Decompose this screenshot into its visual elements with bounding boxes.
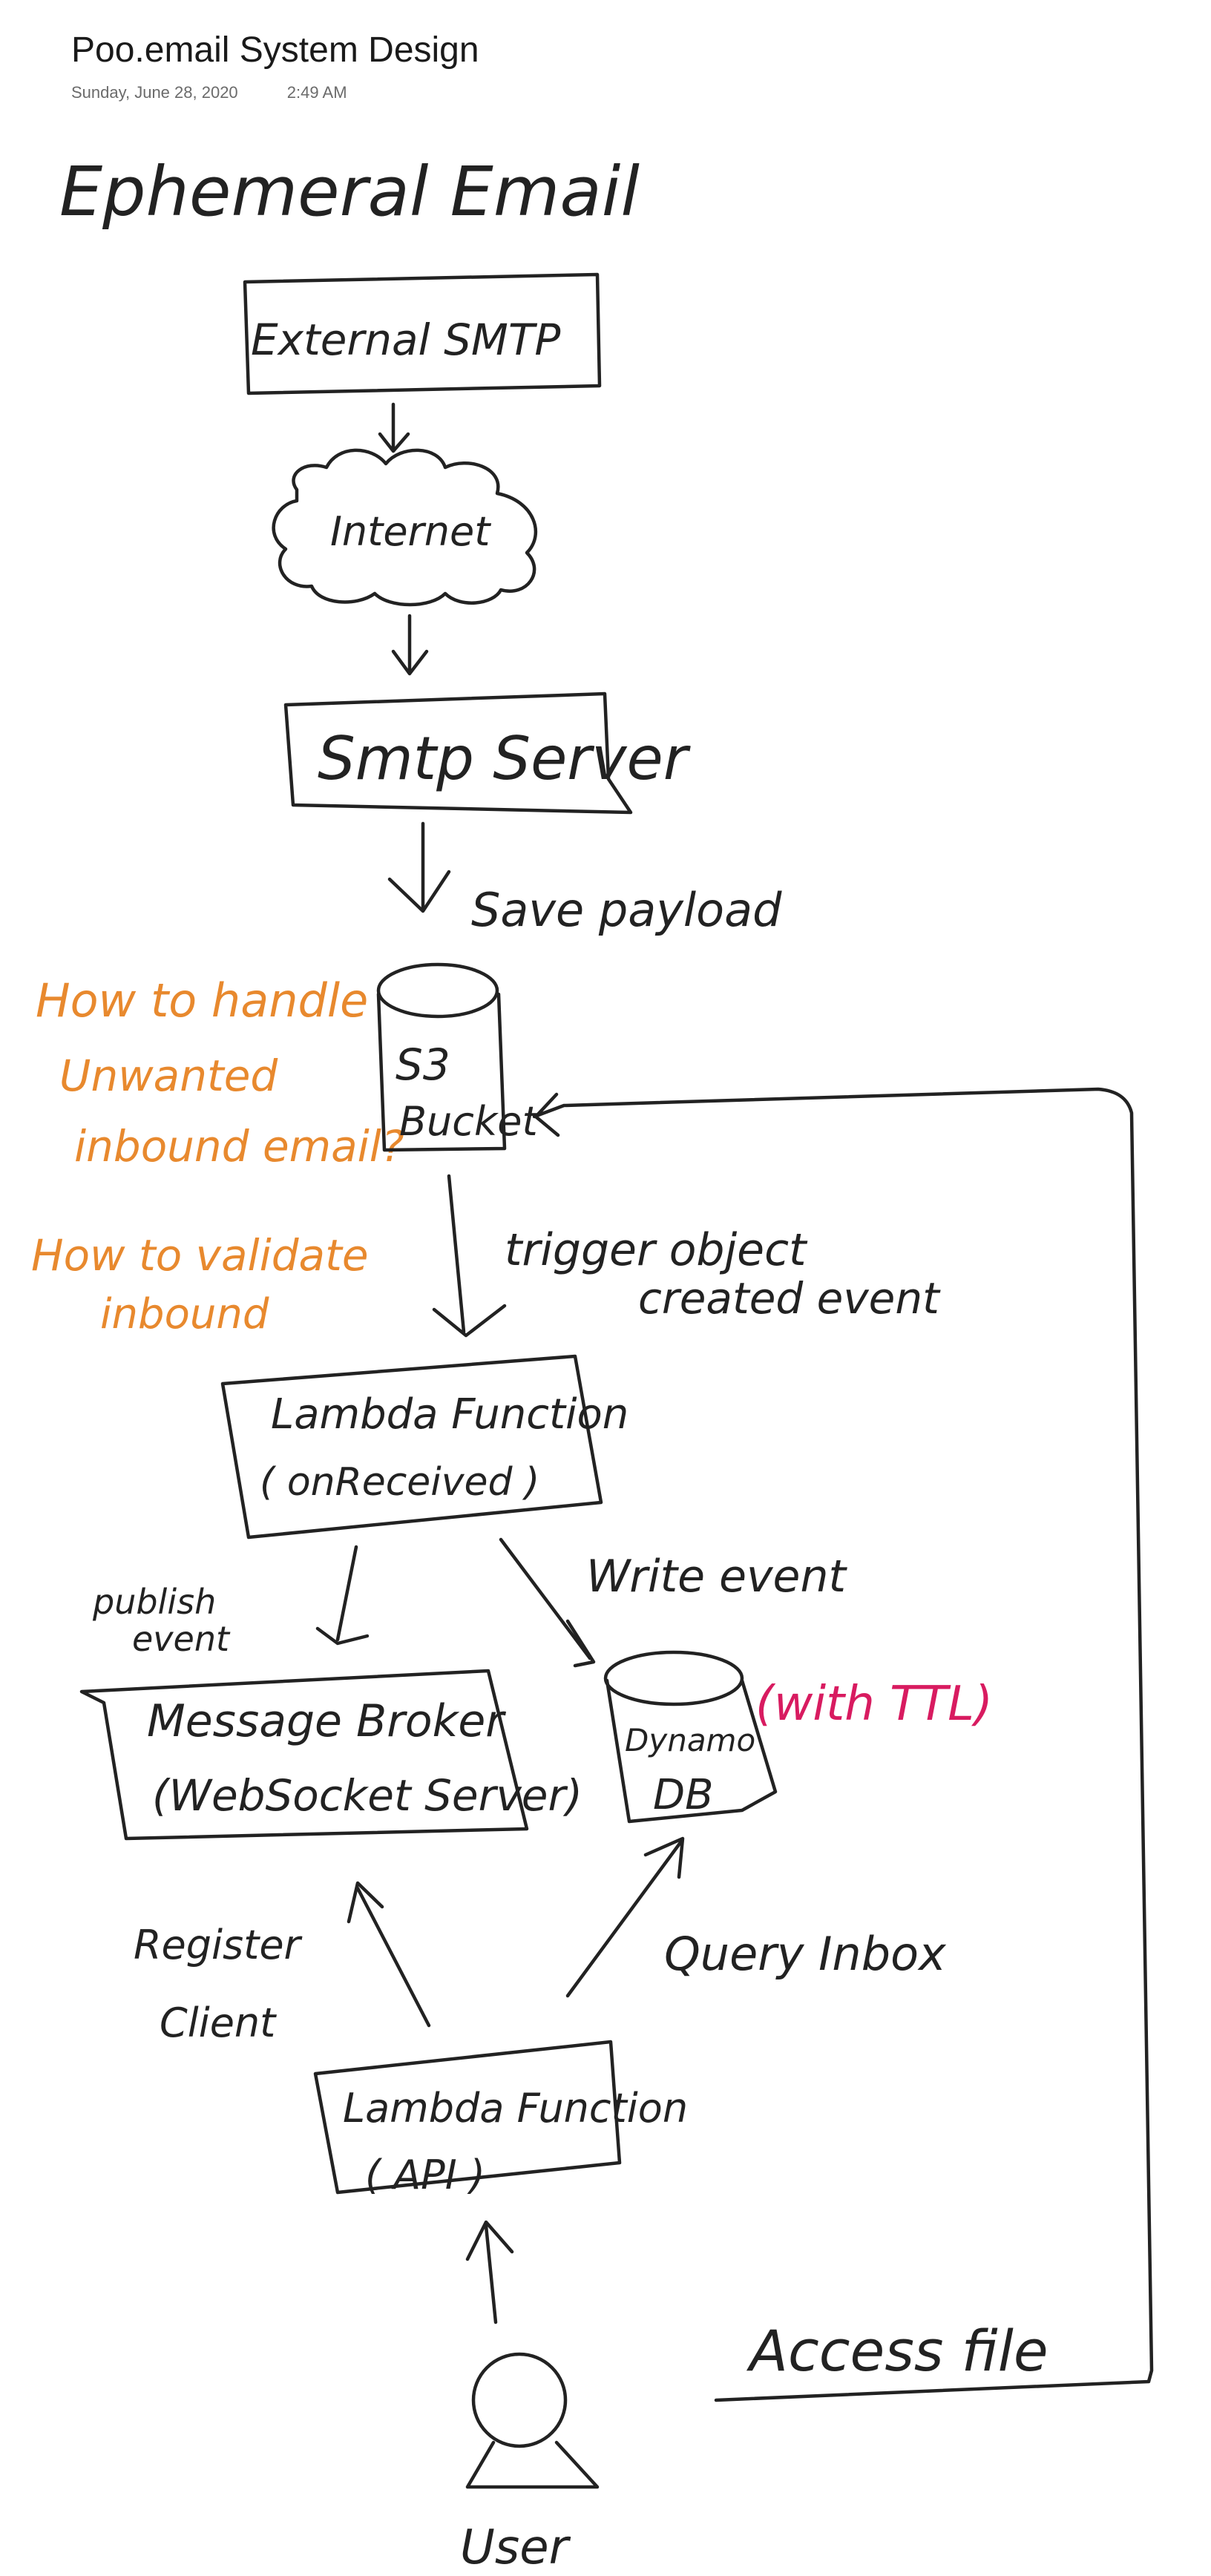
message-broker-line2: (WebSocket Server) [152, 1770, 582, 1821]
page-title: Poo.email System Design [71, 30, 479, 70]
external-smtp-box [243, 272, 602, 395]
message-broker-box [79, 1669, 529, 1841]
note-q2-line2: inbound [100, 1290, 269, 1338]
edge-label-write-event: Write event [586, 1551, 847, 1603]
edge-label-trigger-line1: trigger object [505, 1224, 808, 1276]
internet-cloud [272, 448, 538, 607]
question-validate-inbound: How to validate inbound [31, 1230, 369, 1338]
edge-label-publish-line1: publish [92, 1582, 216, 1622]
note-q1-line3: inbound email? [74, 1121, 404, 1172]
note-q1-line2: Unwanted [59, 1051, 278, 1101]
arrow-smtp-to-internet [378, 402, 410, 453]
internet-node: Internet [272, 448, 538, 607]
arrow-register-client [347, 1881, 431, 2028]
page-time: 2:49 AM [286, 83, 347, 102]
dynamodb-label-line2: DB [653, 1771, 714, 1819]
lambda-api-line1: Lambda Function [343, 2085, 688, 2132]
arrow-write-event [499, 1537, 596, 1668]
arrow-query-inbox [565, 1836, 685, 1998]
user-node: User [460, 2352, 600, 2575]
note-with-ttl: (with TTL) [755, 1677, 993, 1732]
note-q2-line1: How to validate [31, 1230, 369, 1281]
page-date: Sunday, June 28, 2020 [71, 83, 238, 102]
question-unwanted-inbound: How to handle Unwanted inbound email? [36, 973, 404, 1172]
arrow-trigger-object-created [432, 1174, 507, 1338]
message-broker-line1: Message Broker [147, 1695, 506, 1747]
arrow-access-file [532, 1087, 1154, 2402]
edge-label-publish-line2: event [132, 1619, 231, 1659]
page-timestamp: Sunday, June 28, 2020 2:49 AM [71, 83, 347, 102]
edge-label-trigger-line2: created event [638, 1273, 941, 1324]
message-broker-node: Message Broker (WebSocket Server) [79, 1669, 582, 1841]
lambda-api-node: Lambda Function ( API ) [313, 2040, 688, 2198]
external-smtp-node: External SMTP [243, 272, 602, 395]
smtp-server-box [283, 691, 633, 815]
s3-cylinder-body [376, 992, 507, 1152]
arrow-publish-event [315, 1545, 370, 1646]
arrow-save-payload [387, 821, 451, 913]
edge-label-register-line1: Register [134, 1922, 303, 1968]
edge-label-register-line2: Client [160, 2000, 277, 2046]
s3-cylinder-top [376, 962, 499, 1019]
user-head [471, 2352, 568, 2448]
s3-label-line2: Bucket [399, 1098, 539, 1145]
edge-label-query-inbox: Query Inbox [664, 1927, 947, 1981]
user-body [465, 2440, 600, 2489]
edge-label-access-file: Access file [746, 2318, 1048, 2384]
note-q1-line1: How to handle [36, 973, 368, 1028]
lambda-onreceived-line1: Lambda Function [271, 1390, 629, 1439]
internet-label: Internet [330, 508, 491, 555]
arrow-user-to-api [465, 2220, 514, 2324]
lambda-onreceived-box [220, 1354, 603, 1540]
arrow-internet-to-smtp-server [391, 614, 429, 676]
s3-label-line1: S3 [396, 1039, 450, 1090]
dynamodb-label-line1: Dynamo [625, 1722, 755, 1758]
diagram-heading: Ephemeral Email [59, 152, 640, 231]
smtp-server-label: Smtp Server [318, 724, 692, 793]
dynamodb-cylinder-body [605, 1678, 778, 1824]
dynamodb-cylinder-top [603, 1650, 744, 1706]
lambda-onreceived-node: Lambda Function ( onReceived ) [220, 1354, 629, 1540]
s3-bucket-node: S3 Bucket [376, 962, 539, 1152]
smtp-server-node: Smtp Server [283, 691, 692, 815]
user-label: User [460, 2520, 571, 2575]
lambda-api-box [313, 2040, 622, 2195]
edge-label-save-payload: Save payload [471, 883, 782, 937]
lambda-onreceived-line2: ( onReceived ) [260, 1460, 539, 1505]
lambda-api-line2: ( API ) [365, 2152, 485, 2198]
external-smtp-label: External SMTP [251, 315, 560, 365]
dynamodb-node: Dynamo DB [603, 1650, 778, 1824]
